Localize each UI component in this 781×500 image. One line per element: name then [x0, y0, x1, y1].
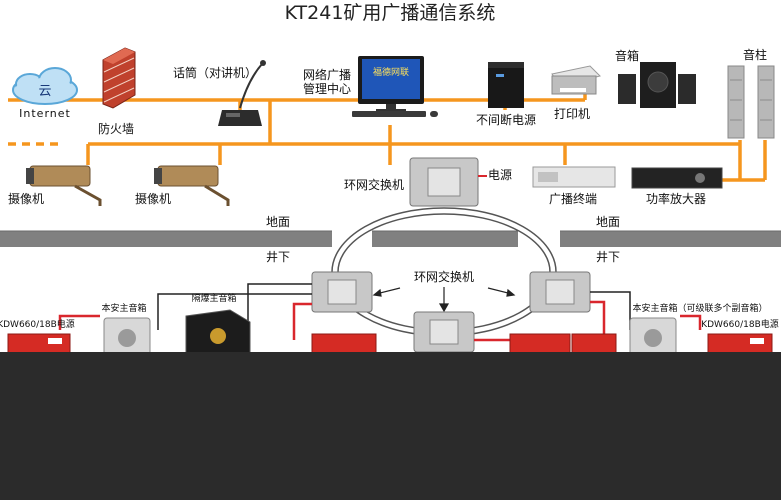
cloud-label: 云: [38, 84, 51, 99]
power-amplifier: 功率放大器: [631, 167, 723, 206]
ring-switch-mid-label: 环网交换机: [414, 269, 474, 284]
management-center-label-1: 网络广播: [303, 67, 351, 82]
printer-label: 打印机: [554, 107, 590, 121]
ring-switch-top-label: 环网交换机: [344, 177, 404, 192]
column-speakers: 音柱: [727, 47, 775, 139]
underground-label-right: 井下: [596, 250, 620, 264]
camera-left-label: 摄像机: [8, 191, 44, 206]
firewall-label: 防火墙: [98, 121, 134, 136]
psu-right: KDW660/18B电源: [701, 318, 779, 357]
microphone-label: 话筒（对讲机）: [173, 65, 257, 80]
surface-label-right: 地面: [596, 215, 620, 229]
psu-left: KDW660/18B电源: [0, 318, 75, 357]
broadcast-terminal-label: 广播终端: [549, 191, 597, 206]
microphone: 话筒（对讲机）: [173, 60, 266, 126]
broadcast-terminal: 广播终端: [532, 166, 616, 206]
surface-label-left: 地面: [266, 215, 290, 229]
psu-right-inner: [571, 333, 617, 355]
underground-cables: [58, 283, 702, 342]
is-main-speaker-left-label: 本安主音箱: [101, 302, 146, 314]
management-computer: 福德网联 网络广播 管理中心: [303, 56, 438, 117]
monitor-logo: 福德网联: [373, 66, 409, 78]
internet-cloud: 云 Internet: [12, 67, 78, 120]
ring-switch-left: [311, 271, 373, 313]
ups: 不间断电源: [476, 62, 536, 127]
firewall: 防火墙: [98, 47, 136, 136]
psu-mid-right: [509, 333, 571, 355]
management-center-label-2: 管理中心: [303, 81, 351, 96]
printer: 打印机: [551, 65, 601, 121]
camera-right: 摄像机: [135, 165, 230, 206]
diagram-title: KT241矿用广播通信系统: [285, 2, 496, 24]
power-label: 电源: [488, 168, 512, 182]
psu-right-label: KDW660/18B电源: [701, 318, 779, 330]
column-speaker-label: 音柱: [743, 47, 767, 62]
psu-left-label: KDW660/18B电源: [0, 318, 75, 330]
is-main-speaker-right: 本安主音箱（可级联多个副音箱）: [629, 302, 768, 359]
ring-switch-right: [529, 271, 591, 313]
ups-label: 不间断电源: [476, 112, 536, 127]
ring-switch-bottom: [413, 311, 475, 353]
underground-label-left: 井下: [266, 250, 290, 264]
power-amplifier-label: 功率放大器: [646, 191, 706, 206]
ring-arrows: [372, 287, 516, 313]
internet-label: Internet: [19, 107, 71, 120]
dark-band: [0, 352, 781, 500]
ground-band: [0, 231, 781, 247]
speaker-box: 音箱: [615, 48, 696, 108]
speaker-box-label: 音箱: [615, 48, 639, 63]
ring-switch-top: 环网交换机 电源: [344, 157, 512, 207]
psu-mid-left: [311, 333, 377, 355]
explosion-proof-speaker: 隔爆主音箱: [185, 292, 251, 359]
is-main-speaker-left: 本安主音箱: [101, 302, 151, 359]
camera-right-label: 摄像机: [135, 191, 171, 206]
explosion-proof-speaker-label: 隔爆主音箱: [191, 292, 236, 304]
camera-left: 摄像机: [8, 165, 102, 206]
is-main-speaker-right-label: 本安主音箱（可级联多个副音箱）: [632, 302, 767, 314]
